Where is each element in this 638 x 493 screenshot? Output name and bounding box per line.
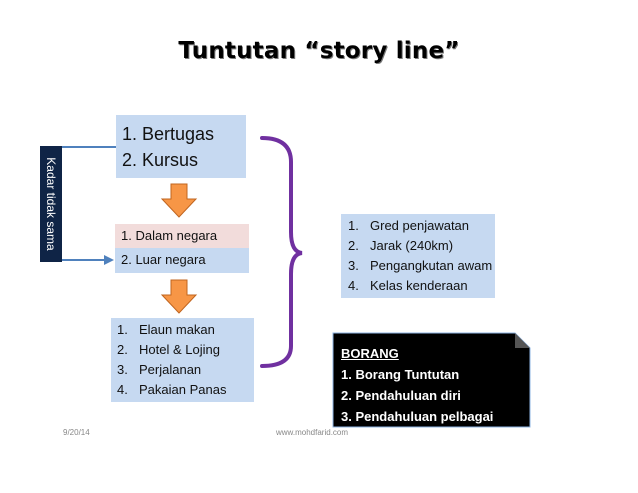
item-number: 3. xyxy=(117,362,128,377)
footer-url: www.mohdfarid.com xyxy=(276,428,349,437)
footer-date: 9/20/14 xyxy=(63,428,90,437)
connector-arrowhead xyxy=(104,255,114,265)
box2-bottom-label: 2. Luar negara xyxy=(121,252,206,267)
box1-line-1: 1. Bertugas xyxy=(122,124,215,144)
item-text: Pengangkutan awam xyxy=(370,258,493,273)
borang-content: BORANG 1. Borang Tuntutan 2. Pendahuluan… xyxy=(341,343,493,427)
borang-fold xyxy=(515,333,530,348)
curly-bracket xyxy=(260,136,303,368)
item-number: 4. xyxy=(348,278,359,293)
list-item: 2. Jarak (240km) xyxy=(348,236,495,256)
list-item: 4. Kelas kenderaan xyxy=(348,276,495,296)
item-number: 2. xyxy=(117,342,128,357)
item-number: 2. xyxy=(348,238,359,253)
item-number: 3. xyxy=(348,258,359,273)
box-luar-negara: 2. Luar negara xyxy=(115,248,249,273)
item-text: Kelas kenderaan xyxy=(370,278,468,293)
down-arrow-2 xyxy=(160,279,198,314)
list-item: 3. Perjalanan xyxy=(117,360,254,380)
side-label: Kadar tidak sama xyxy=(44,157,58,251)
item-text: Gred penjawatan xyxy=(370,218,470,233)
item-number: 1. xyxy=(348,218,359,233)
box2-top-label: 1. Dalam negara xyxy=(121,228,218,243)
list-item: 4. Pakaian Panas xyxy=(117,380,254,400)
item-text: Pakaian Panas xyxy=(139,382,227,397)
item-text: Perjalanan xyxy=(139,362,202,377)
side-label-box: Kadar tidak sama xyxy=(40,146,62,262)
list-item: 3. Pengangkutan awam xyxy=(348,256,495,276)
slide-title: Tuntutan “story line” xyxy=(178,38,460,64)
item-number: 4. xyxy=(117,382,128,397)
box-bertugas-kursus: 1. Bertugas 2. Kursus xyxy=(116,115,246,178)
borang-item: 2. Pendahuluan diri xyxy=(341,388,461,403)
box1-line-2: 2. Kursus xyxy=(122,150,199,170)
box-criteria-list: 1. Gred penjawatan 2. Jarak (240km) 3. Peng… xyxy=(341,214,495,298)
box-dalam-negara: 1. Dalam negara xyxy=(115,224,249,248)
item-text: Hotel & Lojing xyxy=(139,342,220,357)
list-item: 1. Elaun makan xyxy=(117,320,254,340)
item-text: Elaun makan xyxy=(139,322,215,337)
item-number: 1. xyxy=(117,322,128,337)
item-text: Jarak (240km) xyxy=(370,238,454,253)
box-elaun-list: 1. Elaun makan 2. Hotel & Lojing 3. Perjala… xyxy=(111,318,254,402)
down-arrow-1 xyxy=(160,183,198,218)
list-item: 2. Hotel & Lojing xyxy=(117,340,254,360)
borang-header: BORANG xyxy=(341,346,399,361)
list-item: 1. Gred penjawatan xyxy=(348,216,495,236)
borang-item: 3. Pendahuluan pelbagai xyxy=(341,409,494,424)
borang-item: 1. Borang Tuntutan xyxy=(341,367,460,382)
borang-box xyxy=(332,332,531,428)
